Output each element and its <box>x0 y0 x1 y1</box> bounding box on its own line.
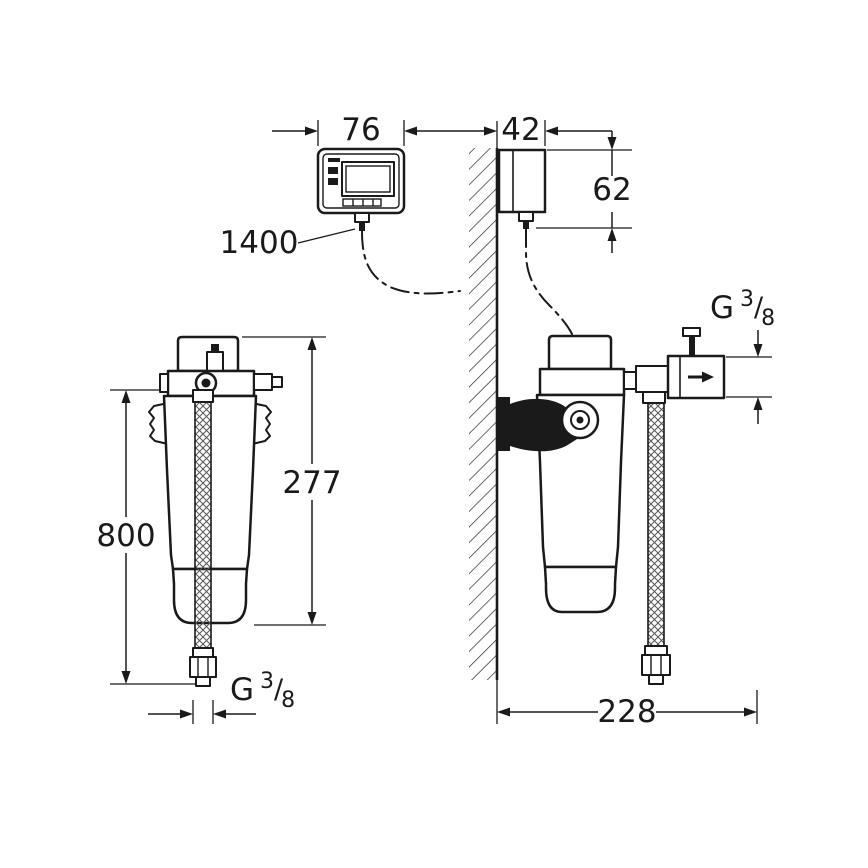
control-box-display <box>341 161 395 197</box>
callout-leader-line <box>297 228 356 244</box>
braided-hose <box>194 401 212 649</box>
dim-label-800: 800 <box>96 518 155 554</box>
control-box-button <box>328 167 338 174</box>
dim-arrow <box>753 344 763 357</box>
braided-hose-side <box>647 402 665 647</box>
wall-bracket-plate <box>498 397 510 451</box>
dim-arrow <box>180 709 193 719</box>
filter-unit-side <box>498 327 726 685</box>
dim-wall-unit-height: 62 <box>536 131 632 253</box>
dim-arrow <box>607 228 617 241</box>
cable-length-callout: 1400 <box>220 225 356 261</box>
dim-arrow <box>121 671 131 684</box>
mounting-clip-left <box>148 402 169 445</box>
dim-arrow <box>307 337 317 350</box>
dim-arrow <box>753 397 763 410</box>
hose-collar <box>192 647 214 658</box>
hose-top-nut-side <box>642 391 666 404</box>
dim-arrow <box>545 126 558 136</box>
check-valve-block <box>666 327 726 400</box>
hose-tip-side <box>648 674 664 685</box>
dim-arrow <box>307 612 317 625</box>
control-box-cable <box>361 230 461 295</box>
dim-arrow <box>305 126 318 136</box>
wall-section <box>469 121 499 724</box>
dim-arrow <box>607 137 617 150</box>
dim-wall-unit-width: 42 <box>484 112 612 148</box>
dim-control-box-width: 76 <box>272 112 484 148</box>
outlet-elbow <box>635 365 669 393</box>
hose-end-nut-side <box>641 654 671 676</box>
dim-arrow <box>121 390 131 403</box>
dim-arrow <box>744 707 757 717</box>
dim-label-277: 277 <box>282 465 341 501</box>
dim-label-228: 228 <box>597 694 656 730</box>
filter-cap-side <box>547 334 613 371</box>
hose-top-nut <box>192 389 214 403</box>
mounting-clip-right <box>251 402 272 445</box>
control-box-connector <box>354 212 370 223</box>
filter-head-outlet <box>253 373 273 391</box>
dim-wall-offset: 228 <box>497 690 758 730</box>
control-box <box>316 147 406 231</box>
wall-hatching <box>469 148 497 680</box>
dim-hose-length: 800 <box>96 389 196 685</box>
wall-power-unit <box>497 148 547 229</box>
filter-cartridge-bottom-side <box>543 565 618 614</box>
dim-label-62: 62 <box>592 172 631 208</box>
dim-arrow <box>497 707 510 717</box>
filter-unit-front <box>148 335 283 687</box>
hose-end-nut <box>189 656 217 678</box>
valve-inlet-stub <box>682 327 701 337</box>
dim-arrow <box>213 709 226 719</box>
dim-filter-height: 277 <box>242 336 342 626</box>
head-outlet-port <box>623 371 637 390</box>
filter-cap-connector <box>206 351 224 372</box>
dim-arrow <box>404 126 417 136</box>
hose-tip <box>195 676 211 687</box>
wall-power-unit-body <box>497 148 547 214</box>
filter-head-side <box>538 367 626 397</box>
wall-power-unit-connector <box>518 211 534 222</box>
hose-collar-side <box>644 645 668 656</box>
dim-arrow <box>484 126 497 136</box>
dim-label-42: 42 <box>501 112 540 148</box>
control-box-button <box>328 178 338 185</box>
dim-label-1400: 1400 <box>220 225 299 261</box>
dim-label-76: 76 <box>341 112 380 148</box>
power-unit-cable <box>525 228 573 335</box>
